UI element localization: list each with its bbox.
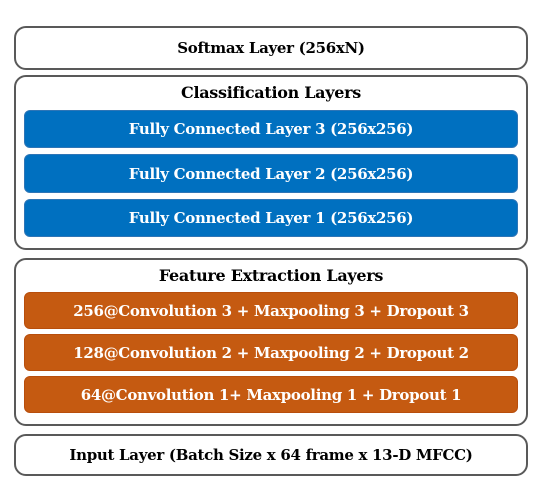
convolution-block-2: 128@Convolution 2 + Maxpooling 2 + Dropo…: [24, 334, 518, 371]
softmax-layer-label: Softmax Layer (256xN): [177, 39, 365, 57]
feature-extraction-layers-group: Feature Extraction Layers 256@Convolutio…: [14, 258, 528, 426]
input-layer-box: Input Layer (Batch Size x 64 frame x 13-…: [14, 434, 528, 476]
classification-layers-group: Classification Layers Fully Connected La…: [14, 75, 528, 250]
input-layer-label: Input Layer (Batch Size x 64 frame x 13-…: [69, 446, 473, 464]
softmax-layer-box: Softmax Layer (256xN): [14, 26, 528, 70]
fully-connected-layer-3: Fully Connected Layer 3 (256x256): [24, 110, 518, 148]
convolution-block-3: 256@Convolution 3 + Maxpooling 3 + Dropo…: [24, 292, 518, 329]
feature-extraction-layers-title: Feature Extraction Layers: [158, 266, 384, 285]
classification-layers-title: Classification Layers: [181, 83, 361, 102]
fully-connected-layer-1: Fully Connected Layer 1 (256x256): [24, 199, 518, 237]
convolution-block-1: 64@Convolution 1+ Maxpooling 1 + Dropout…: [24, 376, 518, 413]
fully-connected-layer-2: Fully Connected Layer 2 (256x256): [24, 154, 518, 193]
